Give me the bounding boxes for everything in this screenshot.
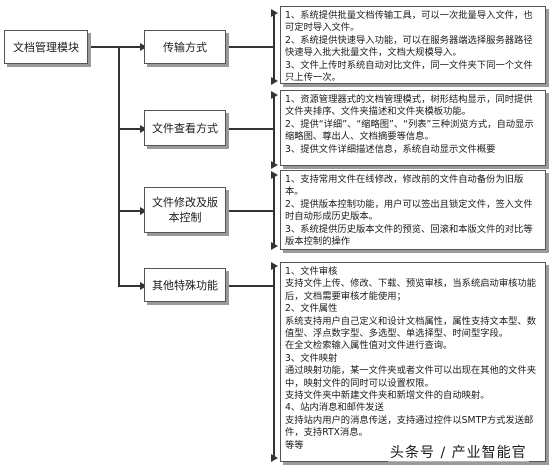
description-heading: 2、文件属性 [285,303,338,315]
description-line: 2、系统提供快速导入功能，可以在服务器端选择服务器路径快速导入批大批量文件，文档… [285,34,533,59]
description-line: 2、提供“详细”、“缩略图”、“列表”三种浏览方式，自动显示缩略图、尊出人、文档… [285,118,534,143]
connector-desc-1-v [273,13,275,81]
watermark-text: 头条号 / 产业智能官 [388,442,529,462]
description-line: 通过映射功能，某一文件夹或者文件可以出现在其他的文件夹中，映射文件的同时可以设置… [285,365,537,389]
arrow-desc-2b [271,161,278,169]
category-label: 文件修改及版本控制 [152,196,218,224]
arrow-desc-1 [271,9,278,17]
arrow-desc-1b [271,77,278,85]
description-line: 3、系统提供历史版本文件的预览、回滚和本版文件的对比等版本控制的操作 [285,223,533,248]
connector-branch-2 [118,128,144,130]
arrow-desc-3 [271,171,278,179]
connector-branch-3 [118,210,144,212]
category-label: 其他特殊功能 [152,278,218,292]
arrow-branch-4 [140,282,147,290]
arrow-branch-2 [140,125,147,133]
description-box-transfer: 1、系统提供批量文档传输工具，可以一次批量导入文件，也可定时导入文件。 2、系统… [280,6,546,84]
category-node-versioning: 文件修改及版本控制 [144,187,226,233]
category-node-transfer: 传输方式 [144,30,226,64]
description-line: 1、系统提供批量文档传输工具，可以一次批量导入文件，也可定时导入文件。 [285,10,533,34]
connector-trunk [118,46,120,286]
description-line: 1、支持常用文件在线修改，修改前的文件自动备份为旧版本。 [285,174,524,198]
description-box-special: 1、文件审核 支持文件上传、修改、下载、预览审核，当系统启动审核功能后，文档需要… [280,262,546,462]
arrow-branch-1 [140,43,147,51]
description-line: 系统支持用户自己定义和设计文档属性，属性支持文本型、数值型、浮点数字型、多选型、… [285,315,537,340]
description-heading: 1、文件审核 [285,266,338,277]
arrow-branch-3 [140,207,147,215]
category-label: 传输方式 [163,40,207,54]
description-heading: 4、站内消息和邮件发送 [285,402,384,414]
description-box-view: 1、资源管理器式的文档管理模式，树形结构显示，同时提供文件夹排序、文件夹描述和文… [280,90,546,166]
description-line: 在全文检索输入属性值对文件进行查询。 [285,340,453,352]
connector-branch-1 [118,46,144,48]
connector-desc-1 [229,46,273,48]
description-line: 2、提供版本控制功能，用户可以签出且锁定文件，签入文件时自动形成历史版本。 [285,198,533,223]
root-node: 文档管理模块 [4,30,88,64]
arrow-desc-4 [271,262,278,270]
connector-root [88,46,118,48]
connector-desc-3-v [273,175,275,246]
connector-branch-4 [118,285,144,287]
connector-desc-4-v [273,266,275,458]
category-label: 文件查看方式 [152,121,218,135]
description-line: 1、资源管理器式的文档管理模式，树形结构显示，同时提供文件夹排序、文件夹描述和文… [285,94,533,118]
description-line: 支持文件上传、修改、下载、预览审核，当系统启动审核功能后，文档需要审核才能使用； [285,278,537,302]
connector-desc-3 [229,210,273,212]
connector-desc-4 [229,285,273,287]
description-line: 等等 [285,439,304,451]
arrow-desc-3b [271,242,278,250]
connector-desc-2-v [273,95,275,165]
description-line: 支持站内用户的消息传送，支持通过控件以SMTP方式发送邮件，支持RTX消息。 [285,414,534,439]
description-line: 支持文件夹中新建文件夹和新增文件的自动映射。 [285,390,490,402]
description-line: 3、文件上传时系统自动对比文件，同一文件夹下同一个文件只上传一次。 [285,59,533,84]
description-box-versioning: 1、支持常用文件在线修改，修改前的文件自动备份为旧版本。 2、提供版本控制功能，… [280,170,546,250]
description-heading: 3、文件映射 [285,352,338,364]
description-line: 3、提供文件详细描述信息，系统自动显示文件概要 [285,143,496,155]
connector-desc-2 [229,128,273,130]
category-node-special: 其他特殊功能 [144,268,226,302]
root-label: 文档管理模块 [13,41,79,54]
arrow-desc-2 [271,91,278,99]
category-node-view: 文件查看方式 [144,110,226,146]
arrow-desc-4b [271,454,278,462]
